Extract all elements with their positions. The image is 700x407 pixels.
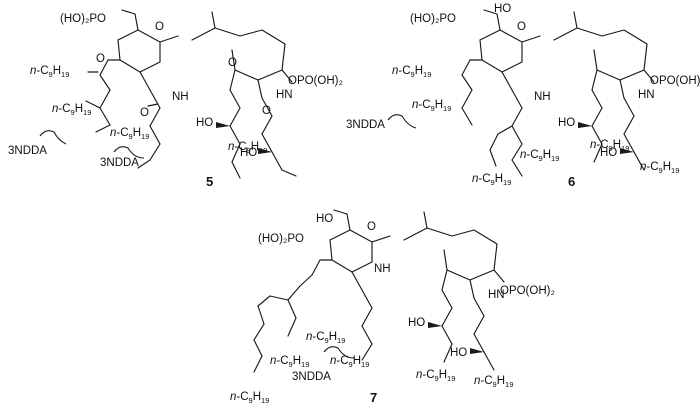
compound-6-o-ring: O (517, 21, 526, 33)
compound-6-ho-mid: HO (558, 117, 575, 129)
compound-7-chain-ester (428, 289, 453, 363)
compound-7-oh-top: HO (316, 213, 333, 225)
compound-5: (HO)₂PO O NH O O O O HO HO HN OPO(OH)₂ n… (8, 9, 343, 189)
compound-5-number: 5 (206, 174, 213, 189)
compound-6-brace-1 (387, 114, 417, 129)
compound-5-sugar-right (191, 11, 293, 99)
compound-7-chain-4: n-C9H19 (416, 369, 455, 383)
compound-6-sugar-right (553, 11, 655, 99)
compound-5-chain-amide (137, 89, 161, 169)
compound-7-number: 7 (370, 390, 377, 405)
compound-7-chain-left (253, 259, 321, 373)
compound-5-brace-2 (113, 146, 145, 159)
compound-6-chain-5: n-C9H19 (472, 173, 511, 187)
compound-6-nh: NH (534, 91, 551, 103)
compound-6-chain-6: n-C9H19 (640, 161, 679, 175)
compound-5-chain-ester (216, 89, 241, 179)
compound-5-sugar-left (107, 9, 179, 91)
compound-6-brace-label-1: 3NDDA (346, 119, 385, 131)
compound-5-ho-right: HO (240, 147, 257, 159)
compound-5-o-amide2: O (262, 105, 271, 117)
compound-7-chain-5: n-C9H19 (474, 375, 513, 389)
compound-6: (HO)₂PO HO O NH OPO(OH)₂ HN HO HO n-C9H1… (346, 3, 700, 189)
compound-7-brace-1 (323, 346, 355, 359)
compound-7-hn: HN (488, 289, 505, 301)
compound-6-chain-2: n-C9H19 (412, 99, 451, 113)
compound-7-o-ring: O (367, 221, 376, 233)
compound-5-brace-1 (39, 130, 67, 145)
compound-6-hn: HN (638, 89, 655, 101)
compound-5-chain-right (258, 97, 297, 177)
compound-6-chain-4: n-C9H19 (590, 139, 629, 153)
compound-7-chain-amide (361, 289, 373, 361)
compound-7-chain-2: n-C9H19 (270, 355, 309, 369)
compound-5-chain-1: n-C9H19 (30, 65, 69, 79)
compound-7-sugar-left (319, 209, 391, 291)
compound-5-o-ester2: O (228, 57, 237, 69)
compound-7: (HO)₂PO HO O NH HN OPO(OH)₂ HO HO n-C9H1… (230, 209, 555, 405)
compound-6-number: 6 (568, 174, 575, 189)
compound-7-chain-3: n-C9H19 (330, 355, 369, 369)
compound-5-chain-left (85, 59, 111, 133)
compound-6-chain-right (620, 97, 645, 171)
compound-6-phosphate-top: (HO)₂PO (410, 13, 456, 25)
compound-5-o-amide: O (140, 107, 149, 119)
compound-7-ho-mid: HO (408, 317, 425, 329)
compound-7-ho-right: HO (450, 347, 467, 359)
compound-7-chain-6: n-C9H19 (230, 391, 269, 405)
compound-7-chain-1: n-C9H19 (306, 331, 345, 345)
compound-5-o-ester1: O (96, 53, 105, 65)
compound-5-o-ring: O (155, 21, 164, 33)
compound-5-nh: NH (172, 91, 189, 103)
compound-6-chain-3: n-C9H19 (520, 149, 559, 163)
compound-7-chain-right (470, 297, 495, 371)
compound-6-sugar-left (469, 9, 541, 91)
compound-5-phosphate-top: (HO)₂PO (60, 13, 106, 25)
compound-5-ho-mid: HO (196, 117, 213, 129)
compound-5-brace-label-1: 3NDDA (8, 145, 47, 157)
compound-7-brace-label-1: 3NDDA (292, 371, 331, 383)
compound-5-chain-3: n-C9H19 (110, 127, 149, 141)
compound-7-phosphate-right: OPO(OH)₂ (500, 285, 555, 297)
compound-6-chain-left (461, 59, 473, 126)
compound-6-chain-ester (578, 89, 603, 163)
compound-6-chain-amide (489, 89, 523, 177)
compound-5-phosphate-right: OPO(OH)₂ (288, 75, 343, 87)
compound-5-chain-2: n-C9H19 (52, 103, 91, 117)
compound-5-chain-4: n-C9H19 (228, 141, 267, 155)
compound-6-phosphate-right: OPO(OH)₂ (650, 75, 700, 87)
compound-7-nh: NH (374, 263, 391, 275)
compound-6-oh-top: HO (494, 3, 511, 15)
compound-7-sugar-right (403, 211, 505, 299)
compound-6-ho-right: HO (600, 147, 617, 159)
compound-6-chain-1: n-C9H19 (392, 65, 431, 79)
compound-5-brace-label-2: 3NDDA (100, 157, 139, 169)
compound-7-phosphate-top: (HO)₂PO (258, 233, 304, 245)
compound-5-hn: HN (276, 89, 293, 101)
